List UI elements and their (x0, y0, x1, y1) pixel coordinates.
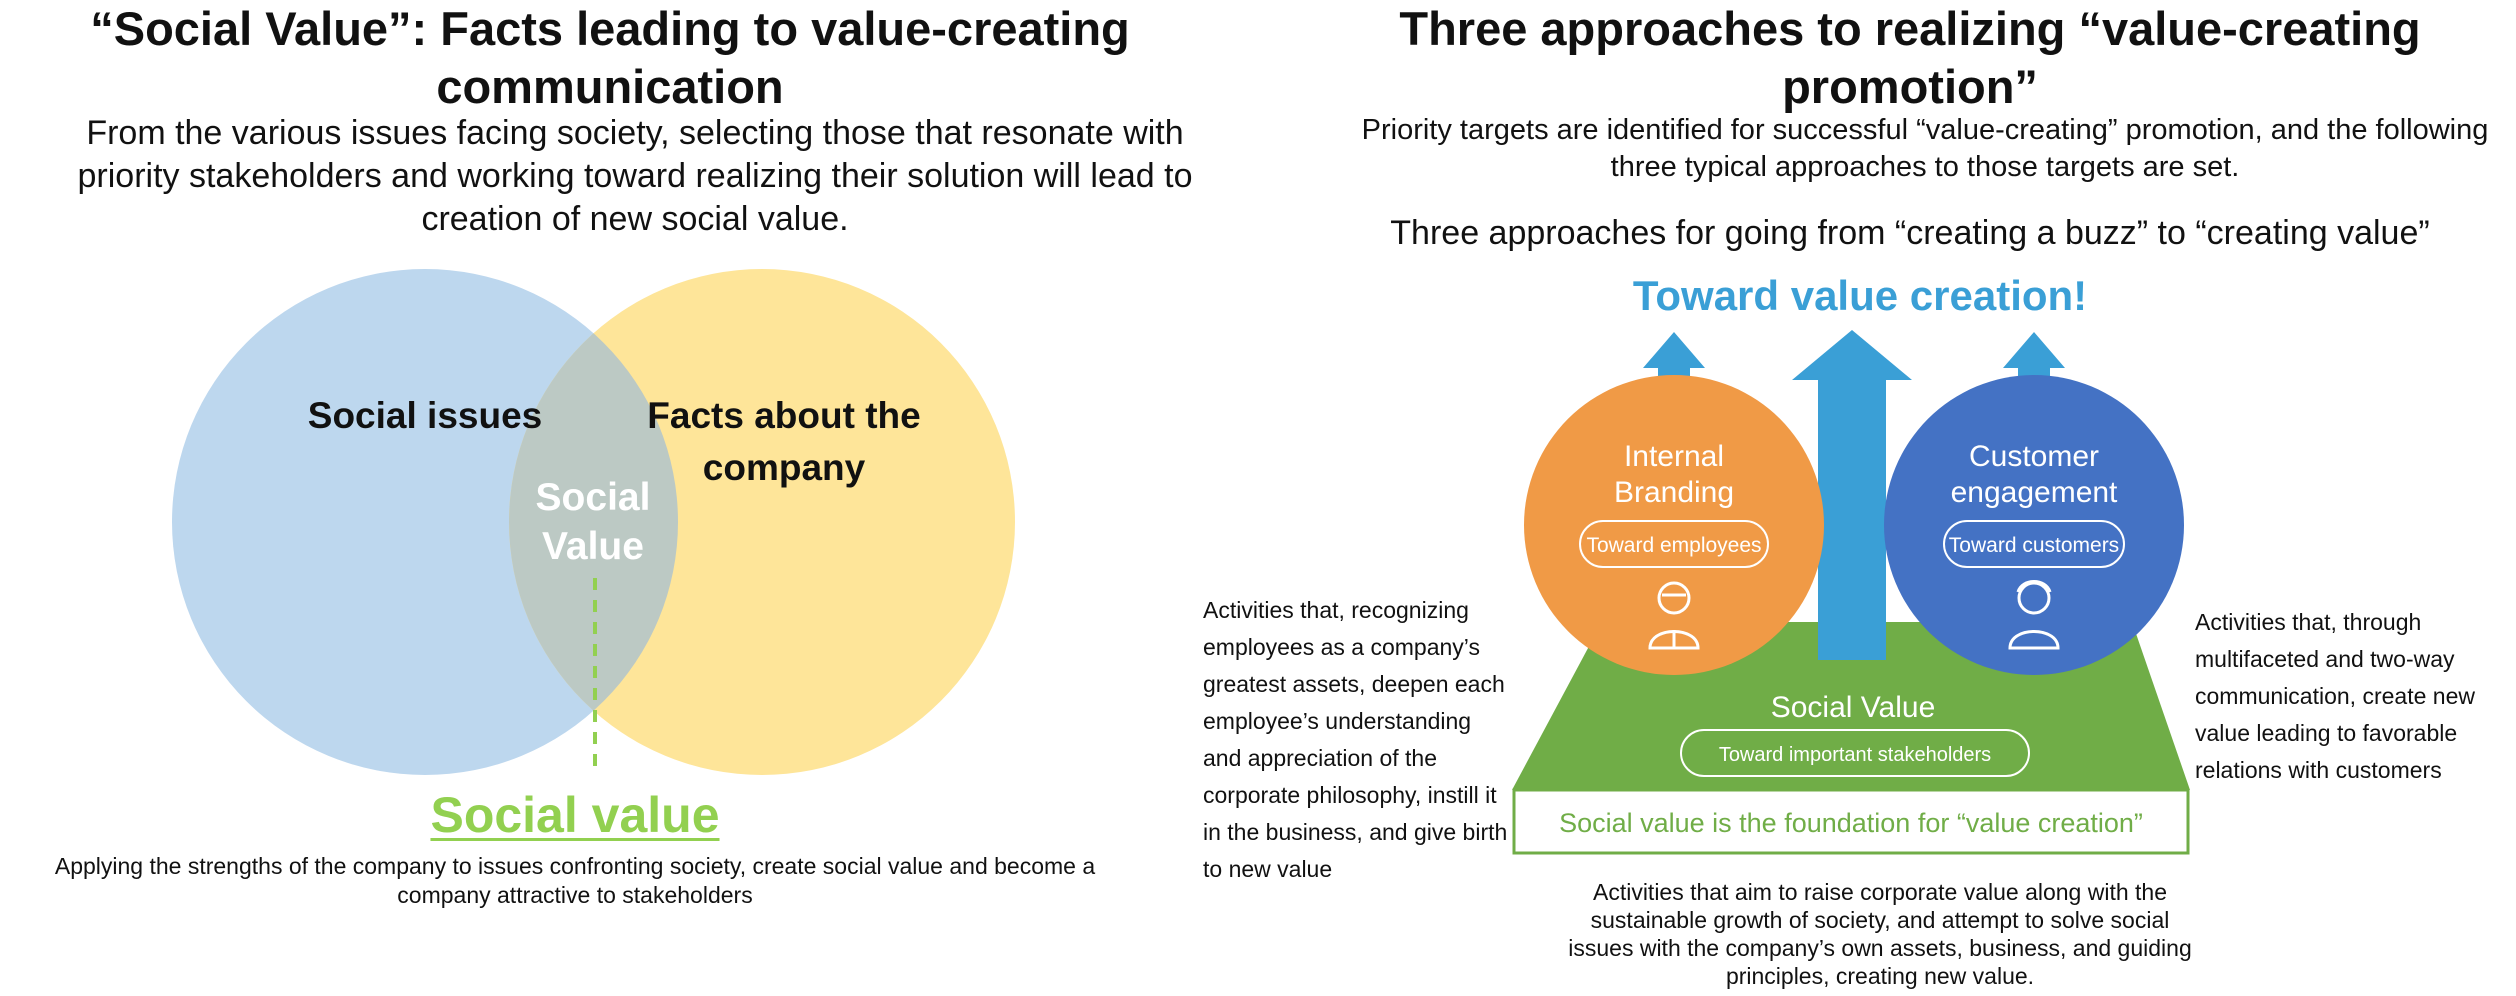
internal-label-1: Internal (1624, 440, 1724, 473)
foundation-bar (1512, 788, 2190, 855)
overlap-label-1: Social (536, 476, 651, 519)
social-issues-label: Social issues (308, 395, 542, 436)
internal-branding-description: Activities that, recognizing employees a… (1203, 597, 1508, 882)
customers-tag: Toward customers (1949, 534, 2119, 557)
overlap-label-2: Value (542, 525, 644, 568)
social-value-base-title: Social Value (1771, 691, 1936, 724)
internal-branding-circle (1524, 375, 1824, 675)
approaches-diagram: Internal Branding Toward employees Custo… (1512, 330, 2190, 855)
stakeholders-tag-box (1680, 729, 2030, 777)
customer-engagement-circle (1884, 375, 2184, 675)
customer-icon (2008, 580, 2060, 650)
right-title: Three approaches to realizing “value-cre… (1399, 2, 2421, 113)
social-value-result-desc: Applying the strengths of the company to… (54, 853, 1096, 908)
social-value-description: Activities that aim to raise corporate v… (1568, 879, 2192, 989)
customer-label-2: engagement (1951, 476, 2118, 509)
company-facts-label-1: Facts about the (647, 395, 920, 436)
venn-diagram: Social issues Facts about the company So… (172, 269, 1015, 775)
left-intro: From the various issues facing society, … (77, 114, 1193, 238)
social-value-result-title: Social value (430, 787, 720, 843)
customer-engagement-description: Activities that, through multifaceted an… (2195, 609, 2475, 783)
company-facts-label-2: company (703, 447, 866, 488)
left-title: “Social Value”: Facts leading to value-c… (90, 2, 1130, 113)
employees-tag: Toward employees (1586, 534, 1761, 557)
customers-tag-box (1943, 520, 2125, 568)
employee-icon (1648, 581, 1700, 650)
employees-tag-box (1579, 520, 1769, 568)
internal-label-2: Branding (1614, 476, 1734, 509)
center-up-arrow (1792, 330, 1912, 660)
customer-label-1: Customer (1969, 440, 2099, 473)
right-subtitle: Three approaches for going from “creatin… (1390, 214, 2430, 252)
right-intro: Priority targets are identified for succ… (1361, 114, 2489, 183)
foundation-text: Social value is the foundation for “valu… (1559, 808, 2143, 838)
value-creation-banner: Toward value creation! (1632, 272, 2088, 319)
social-value-overlap (509, 269, 678, 775)
stakeholders-tag: Toward important stakeholders (1719, 744, 1991, 766)
